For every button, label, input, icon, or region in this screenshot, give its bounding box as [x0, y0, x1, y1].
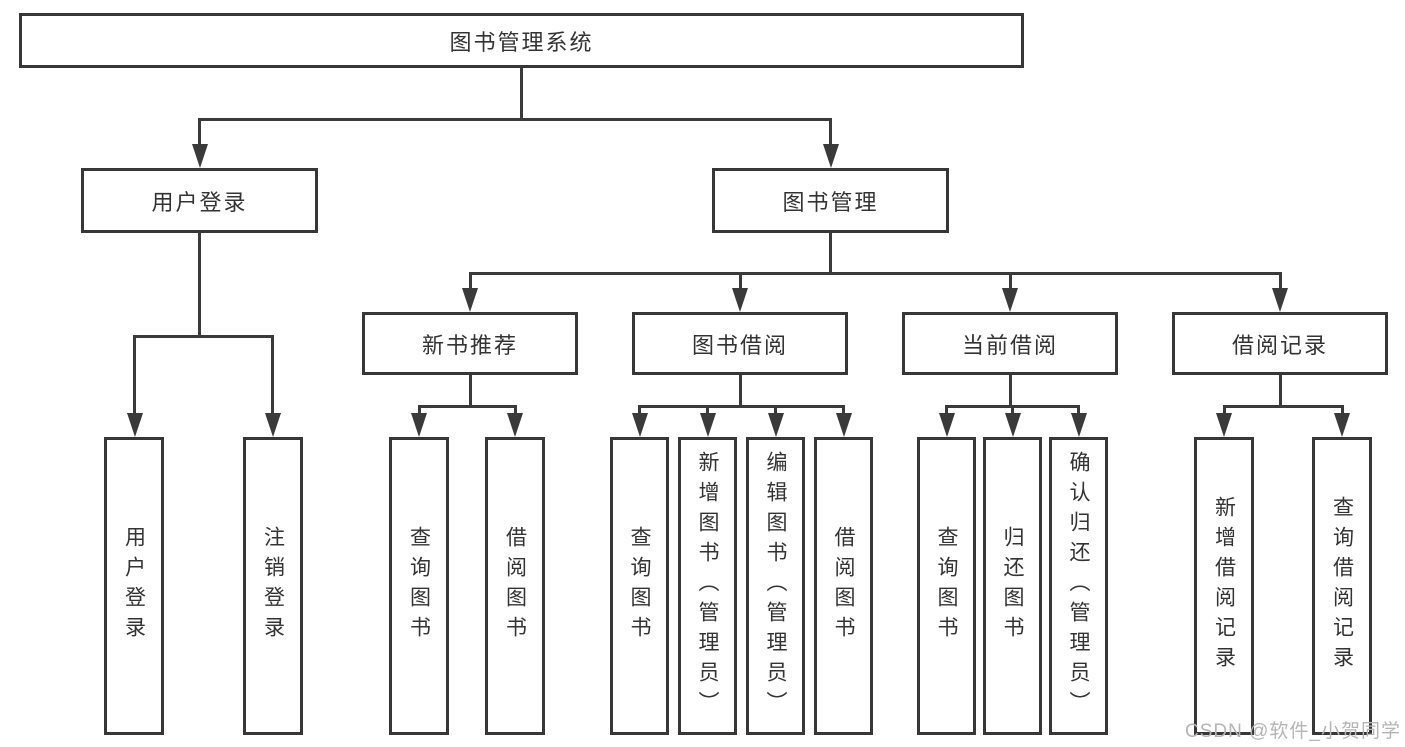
- leaf-confirm-return-admin: 确认归还（管理员）: [1049, 437, 1108, 735]
- connector-arrow-shaft: [198, 118, 201, 148]
- node-current-borrowing: 当前借阅: [902, 312, 1118, 375]
- arrow-down-icon: [507, 413, 523, 437]
- arrow-down-icon: [768, 413, 784, 437]
- connector-root-stub: [520, 66, 523, 121]
- arrow-down-icon: [700, 413, 716, 437]
- node-book-management: 图书管理: [712, 168, 949, 233]
- connector-login-stub: [198, 231, 201, 337]
- arrow-down-icon: [732, 288, 748, 312]
- connector-records-stub: [1279, 373, 1282, 408]
- arrow-down-icon: [1002, 288, 1018, 312]
- node-category-label: 借阅记录: [1231, 332, 1328, 358]
- arrow-down-icon: [192, 144, 208, 168]
- connector-login-split: [133, 335, 274, 338]
- connector-arrow-shaft: [842, 405, 845, 419]
- connector-recommend-stub: [469, 373, 472, 408]
- leaf-query-books-borrow: 查询图书: [610, 437, 669, 735]
- node-book-borrowing: 图书借阅: [632, 312, 848, 375]
- leaf-label: 借阅图书: [832, 526, 855, 646]
- leaf-edit-book-admin: 编辑图书（管理员）: [746, 437, 805, 735]
- connector-arrow-shaft: [271, 335, 274, 416]
- connector-borrow-stub: [739, 373, 742, 408]
- node-book-management-label: 图书管理: [782, 189, 879, 215]
- connector-records-split: [1223, 405, 1344, 408]
- connector-arrow-shaft: [1077, 405, 1080, 419]
- arrow-down-icon: [1272, 288, 1288, 312]
- connector-arrow-shaft: [418, 405, 421, 419]
- leaf-return-book: 归还图书: [983, 437, 1042, 735]
- connector-arrow-shaft: [1223, 405, 1226, 419]
- connector-book-mgmt-stub: [829, 231, 832, 274]
- leaf-label: 借阅图书: [503, 526, 527, 646]
- leaf-label: 用户登录: [122, 526, 146, 646]
- leaf-query-books-recommend: 查询图书: [389, 437, 449, 735]
- leaf-label: 查询图书: [407, 526, 431, 646]
- arrow-down-icon: [939, 413, 955, 437]
- arrow-down-icon: [1071, 413, 1087, 437]
- connector-arrow-shaft: [1011, 405, 1014, 419]
- node-category-label: 当前借阅: [961, 332, 1058, 358]
- arrow-down-icon: [411, 413, 427, 437]
- connector-arrow-shaft: [829, 118, 832, 148]
- arrow-down-icon: [127, 413, 143, 437]
- arrow-down-icon: [823, 144, 839, 168]
- connector-arrow-shaft: [739, 272, 742, 292]
- leaf-query-books-current: 查询图书: [917, 437, 976, 735]
- arrow-down-icon: [632, 413, 648, 437]
- connector-arrow-shaft: [1009, 272, 1012, 292]
- arrow-down-icon: [265, 413, 281, 437]
- connector-arrow-shaft: [774, 405, 777, 419]
- leaf-user-login: 用户登录: [104, 437, 164, 735]
- leaf-borrow-books: 借阅图书: [814, 437, 873, 735]
- leaf-label: 查询图书: [935, 526, 958, 646]
- arrow-down-icon: [1334, 413, 1350, 437]
- node-user-login-label: 用户登录: [151, 189, 248, 215]
- leaf-logout: 注销登录: [243, 437, 303, 735]
- node-new-book-recommendation: 新书推荐: [362, 312, 578, 375]
- leaf-label: 新增借阅记录: [1212, 496, 1236, 676]
- connector-arrow-shaft: [638, 405, 641, 419]
- leaf-query-borrow-record: 查询借阅记录: [1312, 437, 1372, 735]
- leaf-label: 注销登录: [261, 526, 285, 646]
- connector-current-stub: [1009, 373, 1012, 408]
- leaf-label: 归还图书: [1001, 526, 1024, 646]
- connector-arrow-shaft: [1279, 272, 1282, 292]
- leaf-label: 确认归还（管理员）: [1067, 451, 1090, 721]
- node-category-label: 新书推荐: [421, 332, 518, 358]
- leaf-add-borrow-record: 新增借阅记录: [1194, 437, 1254, 735]
- leaf-add-book-admin: 新增图书（管理员）: [678, 437, 737, 735]
- leaf-borrow-books-recommend: 借阅图书: [485, 437, 545, 735]
- connector-arrow-shaft: [469, 272, 472, 292]
- arrow-down-icon: [1216, 413, 1232, 437]
- connector-recommend-split: [418, 405, 517, 408]
- node-user-login: 用户登录: [81, 168, 318, 233]
- connector-level2-split: [198, 118, 832, 121]
- leaf-label: 查询借阅记录: [1330, 496, 1354, 676]
- node-root-label: 图书管理系统: [449, 29, 594, 55]
- leaf-label: 新增图书（管理员）: [696, 451, 719, 721]
- connector-borrow-split: [638, 405, 845, 408]
- node-category-label: 图书借阅: [691, 332, 788, 358]
- connector-arrow-shaft: [706, 405, 709, 419]
- leaf-label: 查询图书: [628, 526, 651, 646]
- node-borrowing-records: 借阅记录: [1172, 312, 1388, 375]
- arrow-down-icon: [1005, 413, 1021, 437]
- connector-level3-split: [469, 272, 1282, 275]
- watermark: CSDN @软件_小贺同学: [1185, 721, 1401, 742]
- arrow-down-icon: [462, 288, 478, 312]
- connector-arrow-shaft: [514, 405, 517, 419]
- connector-arrow-shaft: [1341, 405, 1344, 419]
- node-library-management-system: 图书管理系统: [19, 13, 1024, 68]
- connector-arrow-shaft: [133, 335, 136, 416]
- arrow-down-icon: [836, 413, 852, 437]
- connector-arrow-shaft: [945, 405, 948, 419]
- leaf-label: 编辑图书（管理员）: [764, 451, 787, 721]
